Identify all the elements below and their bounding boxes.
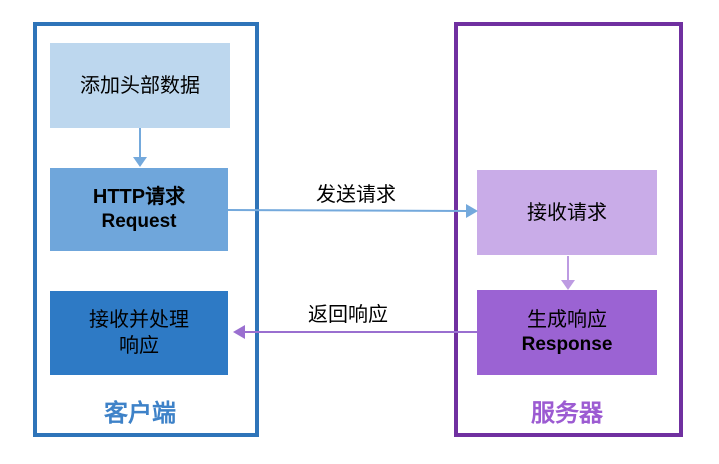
receive-process-label-line2: 响应 [119,335,159,357]
client-container [33,22,259,437]
receive-request-box: 接收请求 [477,170,657,255]
client-label: 客户端 [104,400,176,427]
server-label: 服务器 [531,400,603,427]
http-request-label-en: Request [101,211,177,233]
return-response-arrow-label: 返回响应 [308,304,388,326]
http-request-label-cn: HTTP请求 [92,186,186,209]
generate-response-label-en: Response [521,334,613,356]
http-request-box: HTTP请求 Request [50,168,228,251]
generate-response-box: 生成响应 Response [477,290,657,375]
add-header-label: 添加头部数据 [80,74,200,97]
send-request-arrow-label: 发送请求 [316,184,396,206]
return-response-arrow [233,325,477,339]
server-container [454,22,683,437]
generate-response-label-cn: 生成响应 [527,309,607,332]
receive-process-label-line1: 接收并处理 [89,309,189,331]
add-header-box: 添加头部数据 [50,43,230,128]
receive-request-label: 接收请求 [527,201,607,224]
receive-process-box: 接收并处理 响应 [50,291,228,375]
